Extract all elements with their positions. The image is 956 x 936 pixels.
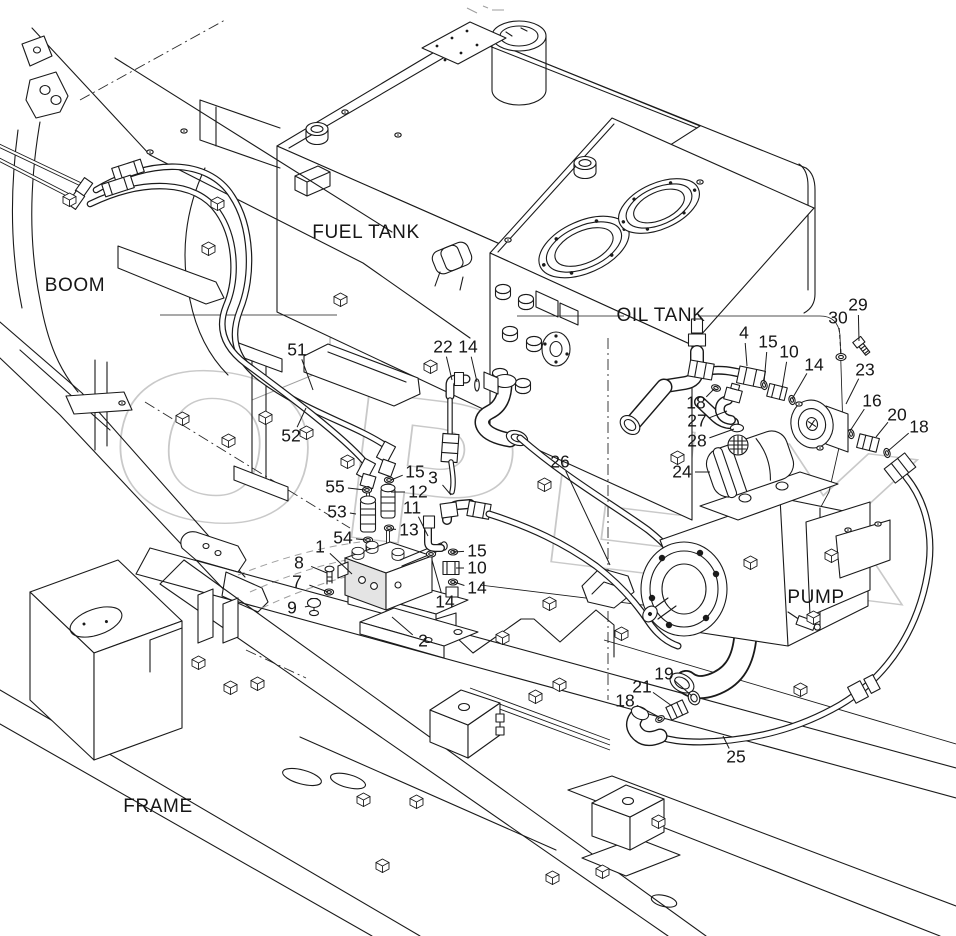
oil-tank [474, 117, 844, 541]
leader-16 [849, 408, 865, 432]
leader-55 [347, 487, 366, 491]
leader-20 [875, 421, 889, 438]
leader-51 [301, 359, 314, 391]
leader-27 [709, 410, 728, 419]
leader-1 [329, 553, 353, 575]
leader-2 [391, 616, 414, 636]
leader-15 [763, 351, 768, 384]
leader-lines [296, 314, 910, 749]
boom-structure [0, 27, 471, 613]
leader-10 [781, 361, 788, 390]
leader-18 [705, 388, 715, 398]
leader-7 [309, 584, 329, 593]
fuel-tank [160, 20, 701, 418]
leader-25 [722, 735, 730, 749]
leader-29 [857, 314, 860, 342]
leader-28 [709, 428, 735, 439]
leader-21 [652, 691, 673, 707]
leader-22 [445, 356, 453, 381]
valve-assembly [306, 476, 479, 659]
leader-14 [470, 356, 478, 383]
leader-18 [636, 704, 660, 718]
leader-11 [417, 516, 429, 537]
leader-14 [431, 559, 442, 593]
leader-53 [349, 512, 357, 515]
frame-structure [0, 547, 956, 936]
leader-18 [887, 432, 910, 452]
leader-9 [304, 605, 311, 608]
leader-54 [355, 538, 367, 541]
leader-8 [311, 565, 328, 574]
leader-14 [791, 373, 808, 400]
leader-3 [442, 484, 452, 496]
leader-4 [744, 342, 748, 367]
leader-15 [390, 474, 403, 481]
leader-23 [845, 378, 860, 405]
leader-52 [296, 407, 307, 428]
leader-19 [673, 679, 693, 697]
leader-14 [453, 581, 465, 586]
pump-hoses [625, 335, 934, 747]
return-line [439, 371, 682, 650]
pump-assembly [640, 382, 892, 700]
leader-15 [452, 550, 465, 553]
boom-hoses [0, 144, 397, 490]
leader-26 [565, 470, 611, 566]
